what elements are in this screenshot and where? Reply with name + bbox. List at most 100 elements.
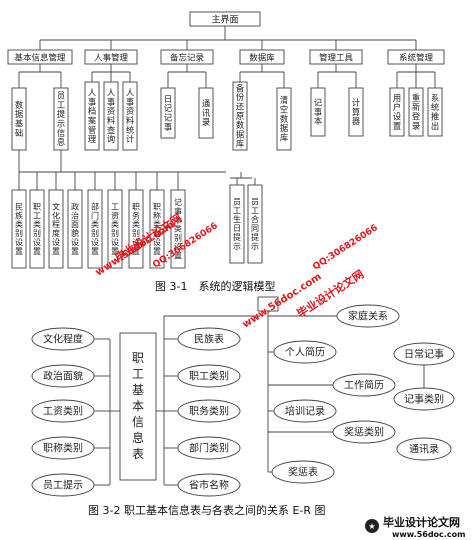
left-attr-1: 政治面貌 [31, 364, 95, 388]
right-attr-2: 工作简历 [332, 373, 396, 397]
root-label: 主界面 [211, 14, 238, 26]
leaf-7: 职称类别设置 [149, 189, 165, 269]
submodule-5-0-label: 用户设置 [393, 93, 401, 131]
logo-url: www.56doc.com [392, 530, 465, 539]
submodule-5-1-label: 重新登录 [412, 93, 421, 131]
submodule-4-1: 计算器 [348, 87, 364, 137]
submodule-2-1: 通讯录 [198, 87, 214, 139]
right-attr-1: 个人简历 [273, 340, 337, 364]
submodule-2-0-label: 日记记事 [164, 94, 172, 132]
mid-attr-2-label: 职务类别 [189, 405, 229, 418]
mid-attr-3: 部门类别 [177, 436, 241, 460]
far-attr-2-label: 通讯录 [409, 444, 439, 456]
leaf-0-label: 民族类别设置 [15, 202, 23, 256]
submodule-5-2: 系统推出 [427, 87, 443, 137]
leaf-10: 员工合同提示 [247, 184, 263, 264]
leaf-2-label: 文化程度设置 [52, 201, 60, 256]
left-attr-1-label: 政治面貌 [43, 370, 83, 383]
leaf-6-label: 职务类别设置 [132, 202, 140, 256]
leaf-2: 文化程度设置 [48, 189, 64, 269]
leaf-8: 记事本类别设置 [170, 189, 186, 269]
left-attr-2: 工资类别 [31, 399, 95, 423]
right-attr-3: 培训记录 [273, 399, 337, 423]
submodule-0-0-label: 数据基础 [15, 100, 24, 138]
submodule-2-0: 日记记事 [160, 87, 176, 139]
left-attr-2-label: 工资类别 [43, 405, 83, 418]
mid-attr-4-label: 省市名称 [189, 479, 229, 492]
left-attr-0: 文化程度 [31, 327, 95, 351]
submodule-4-1-label: 计算器 [352, 98, 361, 127]
leaf-connectors [18, 150, 252, 179]
leaf-3-label: 政治面貌设置 [71, 201, 79, 256]
submodule-1-1-label: 人事资料查询 [107, 88, 116, 144]
submodule-2-1-label: 通讯录 [202, 99, 211, 128]
figure-caption-2: 图 3-2 职工基本信息表与各表之间的关系 E-R 图 [88, 503, 326, 517]
far-attr-2: 通讯录 [396, 437, 452, 461]
svg-text:★: ★ [368, 522, 375, 531]
mid-attr-2: 职务类别 [177, 399, 241, 423]
module-row: 基本信息管理 人事管理 备忘记录 数据库 管理工具 系统管理 [7, 40, 445, 65]
leaf-3: 政治面貌设置 [67, 189, 83, 269]
mid-attr-1-label: 职工类别 [189, 370, 229, 383]
module-label: 数据库 [249, 53, 275, 64]
leaf-0: 民族类别设置 [11, 189, 27, 269]
leaf-9: 员工生日提示 [229, 184, 245, 264]
logo-icon [365, 519, 379, 533]
right-attr-4: 奖惩类别 [332, 420, 396, 444]
leaf-6: 职务类别设置 [128, 189, 144, 269]
center-entity [119, 332, 157, 481]
leaf-1-label: 职工类别设置 [33, 202, 41, 256]
leaf-10-label: 员工合同提示 [251, 197, 259, 251]
left-attr-0-label: 文化程度 [43, 333, 83, 346]
module-label: 备忘记录 [170, 53, 205, 64]
submodule-3-0: 备份还原数据库 [232, 81, 248, 151]
right-attr-5-label: 奖惩表 [288, 466, 318, 479]
mid-attr-0-label: 民族表 [194, 333, 224, 346]
right-attr-2-label: 工作简历 [344, 379, 384, 392]
right-attr-0: 家庭关系 [336, 304, 400, 328]
right-attr-3-label: 培训记录 [285, 405, 325, 418]
site-logo: ★ 毕业设计论文网 www.56doc.com [365, 515, 465, 539]
submodule-5-0: 用户设置 [389, 87, 405, 137]
submodule-5-2-label: 系统推出 [431, 93, 439, 131]
leaf-5-label: 工资类别设置 [111, 202, 119, 256]
submodule-1-0: 人事档案管理 [84, 81, 100, 151]
right-attr-1-label: 个人简历 [285, 346, 325, 359]
submodule-1-0-label: 人事档案管理 [88, 88, 97, 144]
submodule-4-0: 记事本 [310, 87, 326, 137]
leaf-8-label: 记事本类别设置 [174, 198, 182, 261]
submodule-1-2: 人事资料统计 [122, 81, 138, 151]
far-attr-1: 记事类别 [393, 387, 455, 411]
submodule-3-1: 清空数据库 [276, 87, 292, 151]
leaf-7-label: 职称类别设置 [153, 202, 161, 256]
left-attr-4-label: 员工提示 [43, 480, 83, 492]
figure-caption-1: 图 3-1 系统的逻辑模型 [155, 279, 275, 293]
far-attr-1-label: 记事类别 [404, 393, 444, 406]
submodule-0-0: 数据基础 [11, 87, 27, 151]
mid-attr-1: 职工类别 [177, 364, 241, 388]
left-attr-4: 员工提示 [31, 473, 95, 497]
leaf-4: 部门类别设置 [87, 189, 103, 269]
submodule-0-1-label: 员工提示信息 [57, 91, 66, 147]
module-label: 人事管理 [94, 53, 129, 64]
svg-text:职工基本信息表: 职工基本信息表 [132, 351, 144, 461]
far-attr-0: 日常记事 [393, 342, 455, 366]
mid-attr-0: 民族表 [177, 327, 241, 351]
module-label: 系统管理 [399, 53, 434, 64]
right-attr-4-label: 奖惩类别 [344, 426, 384, 439]
left-attr-3: 职称类别 [31, 436, 95, 460]
submodule-1-1: 人事资料查询 [103, 81, 119, 151]
submodule-3-1-label: 清空数据库 [280, 95, 289, 142]
logo-brand: 毕业设计论文网 [383, 515, 460, 529]
module-child-connectors [18, 64, 436, 88]
right-attr-0-label: 家庭关系 [348, 310, 388, 323]
far-attr-0-label: 日常记事 [404, 348, 444, 361]
module-label: 基本信息管理 [14, 53, 66, 64]
module-label: 管理工具 [319, 53, 354, 64]
er-top-node [257, 296, 279, 312]
submodule-4-0-label: 记事本 [314, 98, 322, 127]
submodule-0-1: 员工提示信息 [53, 87, 69, 151]
